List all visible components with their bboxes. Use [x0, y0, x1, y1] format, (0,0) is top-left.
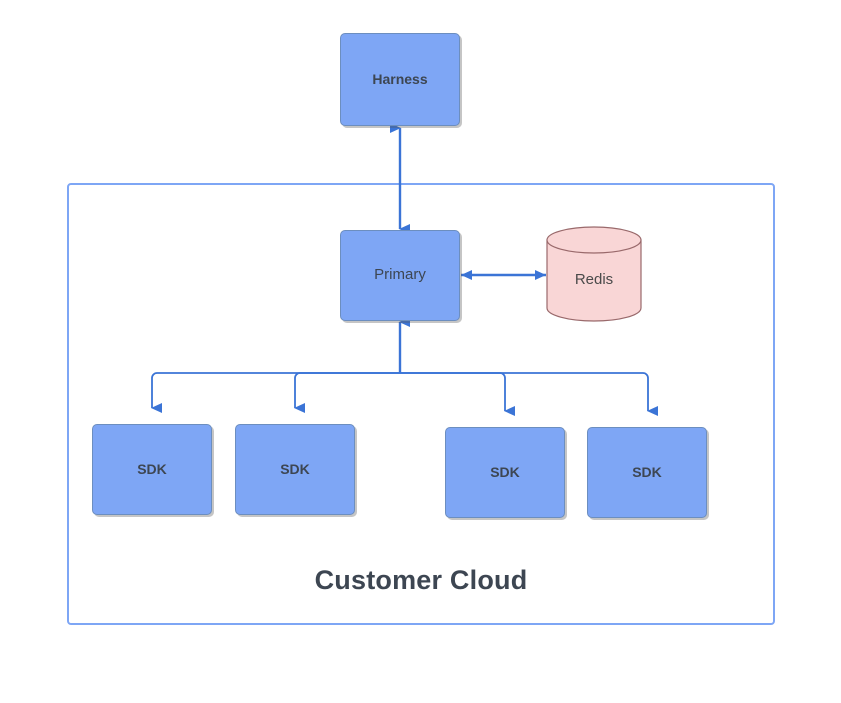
node-primary[interactable]: Primary [340, 230, 460, 321]
node-sdk-1-label: SDK [137, 460, 167, 477]
customer-cloud-label: Customer Cloud [314, 565, 528, 595]
node-harness[interactable]: Harness [340, 33, 460, 126]
node-sdk-2[interactable]: SDK [235, 424, 355, 515]
customer-cloud-boundary [67, 183, 775, 625]
node-sdk-1[interactable]: SDK [92, 424, 212, 515]
node-sdk-3[interactable]: SDK [445, 427, 565, 518]
node-sdk-4-label: SDK [632, 463, 662, 480]
node-primary-label: Primary [374, 266, 426, 284]
node-sdk-2-label: SDK [280, 460, 310, 477]
node-harness-label: Harness [372, 70, 428, 87]
cylinder-shape [546, 226, 642, 322]
node-sdk-4[interactable]: SDK [587, 427, 707, 518]
node-sdk-3-label: SDK [490, 463, 520, 480]
node-redis[interactable]: Redis [546, 226, 642, 322]
